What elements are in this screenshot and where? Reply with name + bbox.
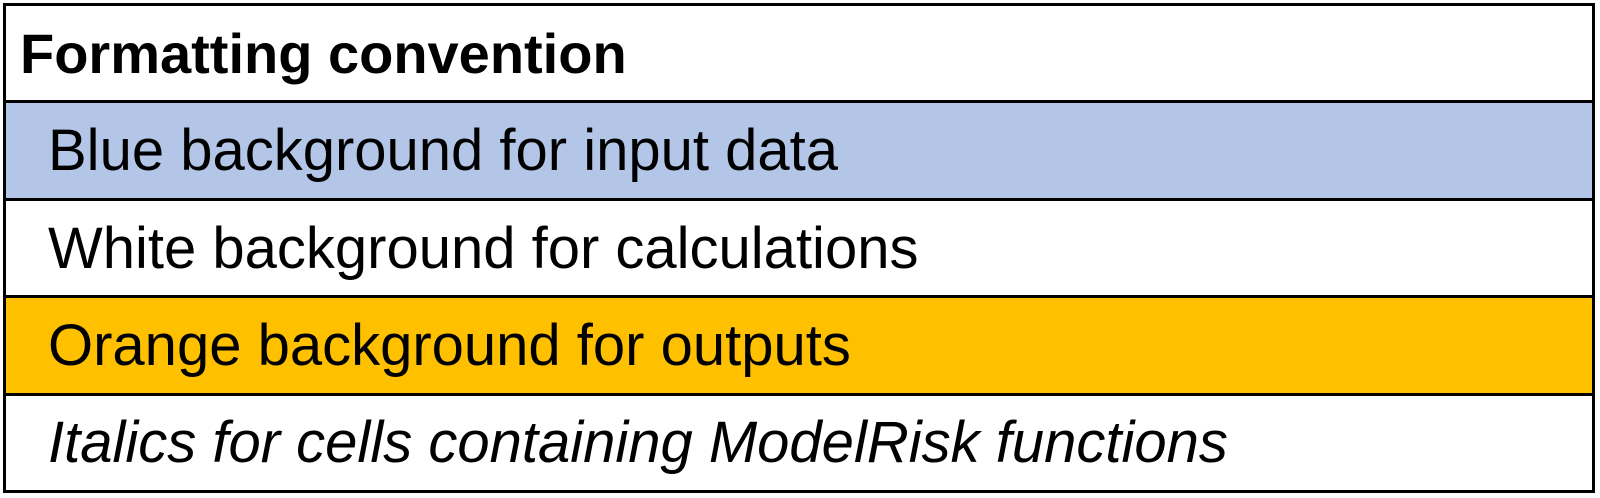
table-header: Formatting convention <box>20 21 627 85</box>
modelrisk-functions-row: Italics for cells containing ModelRisk f… <box>6 392 1592 491</box>
formatting-convention-table: Formatting convention Blue background fo… <box>3 3 1595 493</box>
outputs-row: Orange background for outputs <box>6 295 1592 393</box>
input-data-row: Blue background for input data <box>6 100 1592 198</box>
calculations-row: White background for calculations <box>6 197 1592 296</box>
